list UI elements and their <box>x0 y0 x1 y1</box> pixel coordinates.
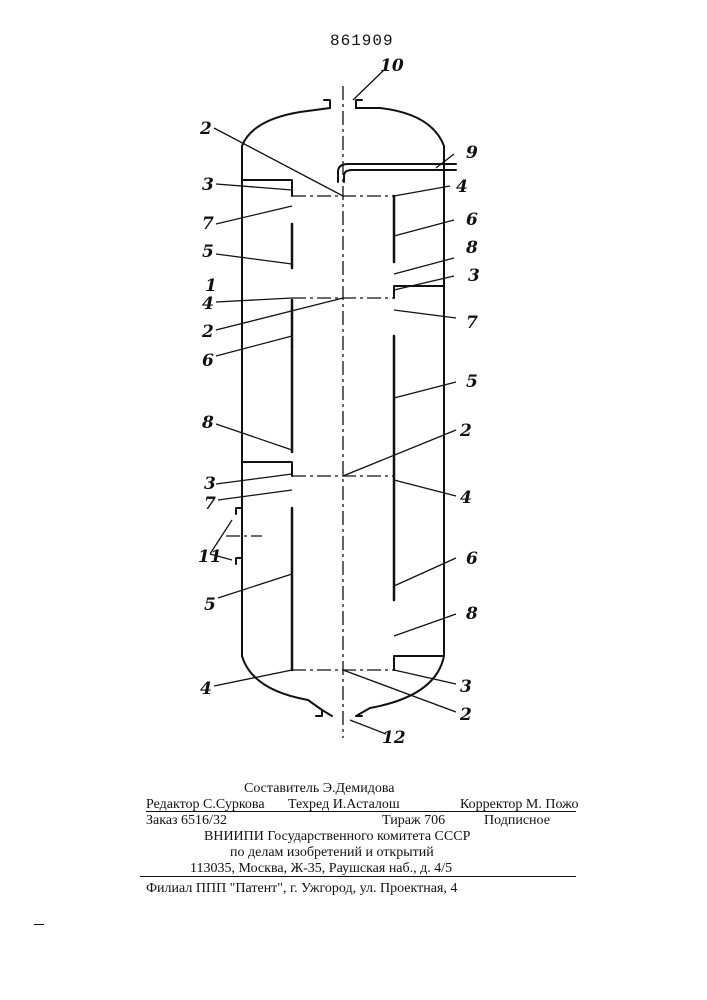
branch-address: Филиал ППП "Патент", г. Ужгород, ул. Про… <box>146 881 457 897</box>
ledge-lower-left <box>242 462 292 476</box>
callout-3: 3 <box>202 175 214 195</box>
callout-4: 4 <box>456 177 468 197</box>
stray-mark <box>34 924 44 925</box>
organization-line-2: по делам изобретений и открытий <box>230 845 434 861</box>
ledge-bottom-right <box>394 656 444 670</box>
callout-11: 11 <box>198 547 222 567</box>
organization-line-1: ВНИИПИ Государственного комитета СССР <box>204 829 470 845</box>
callout-1: 1 <box>205 276 217 296</box>
branch-divider <box>140 876 576 877</box>
callout-3: 3 <box>460 677 472 697</box>
callout-4: 4 <box>200 679 212 699</box>
callout-7: 7 <box>466 313 478 333</box>
callout-2: 2 <box>459 705 472 725</box>
callout-2: 2 <box>201 322 214 342</box>
callout-10: 10 <box>380 56 404 76</box>
order-number: Заказ 6516/32 <box>146 813 227 829</box>
callout-4: 4 <box>202 294 214 314</box>
callout-6: 6 <box>466 210 478 230</box>
callout-5: 5 <box>466 372 478 392</box>
callout-3: 3 <box>468 266 480 286</box>
bottom-nozzle <box>316 710 362 716</box>
callout-5: 5 <box>204 595 216 615</box>
callout-5: 5 <box>202 242 214 262</box>
callout-2: 2 <box>199 119 212 139</box>
callout-2: 2 <box>459 421 472 441</box>
organization-address: 113035, Москва, Ж-35, Раушская наб., д. … <box>190 861 452 877</box>
callout-6: 6 <box>466 549 478 569</box>
callout-12: 12 <box>382 728 406 748</box>
callout-4: 4 <box>460 488 472 508</box>
footer-divider <box>146 811 576 812</box>
callout-3: 3 <box>204 474 216 494</box>
compiler-credit: Составитель Э.Демидова <box>244 781 395 797</box>
callout-8: 8 <box>465 238 478 258</box>
circulation: Тираж 706 <box>382 813 445 829</box>
callout-8: 8 <box>465 604 478 624</box>
callout-6: 6 <box>202 351 214 371</box>
callout-8: 8 <box>201 413 214 433</box>
callout-9: 9 <box>466 143 478 163</box>
subscription-note: Подписное <box>484 813 550 829</box>
callout-7: 7 <box>204 494 216 514</box>
callout-7: 7 <box>202 214 214 234</box>
